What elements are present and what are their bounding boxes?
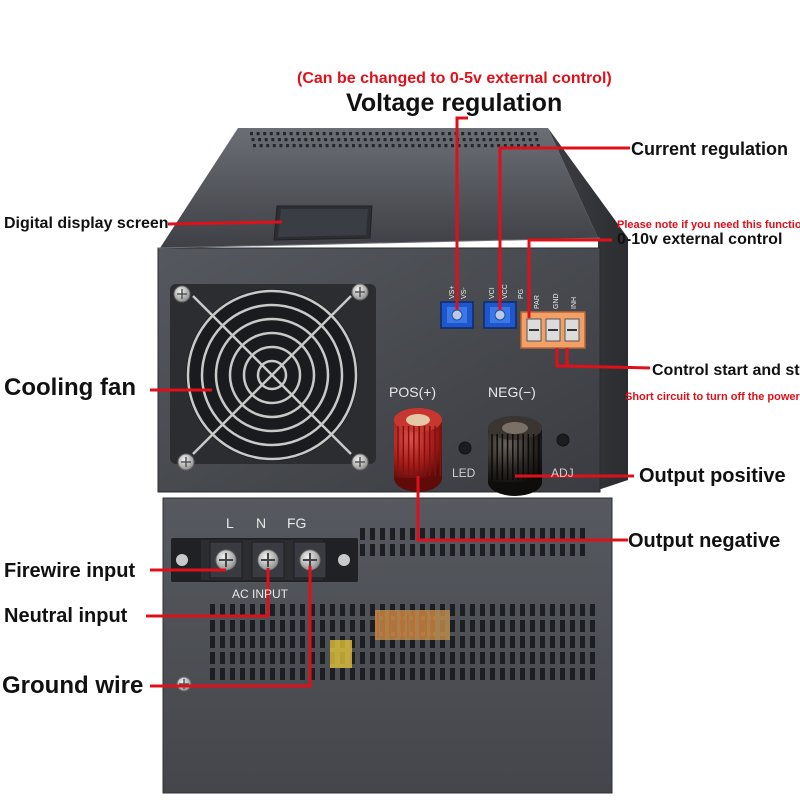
right-side-face xyxy=(548,128,628,490)
adj-label: ADJ xyxy=(551,466,574,480)
pin-label-vcc: VCC xyxy=(502,284,509,299)
function-note-label: Please note if you need this function xyxy=(617,219,800,231)
pin-label-vs-minus: VS- xyxy=(461,287,468,299)
pin-label-vs-plus: VS+ xyxy=(449,285,456,299)
display-screen-glass xyxy=(278,209,368,237)
external-control-label: 0-10v external control xyxy=(617,231,783,248)
neg-label: NEG(−) xyxy=(488,384,536,400)
leader-lines xyxy=(146,116,651,688)
short-circuit-note: Short circuit to turn off the power xyxy=(625,391,800,403)
ground-wire-label: Ground wire xyxy=(2,672,144,699)
ac-n-label: N xyxy=(256,515,267,531)
led-indicator xyxy=(458,441,472,455)
negative-terminal xyxy=(488,416,542,496)
ac-terminal-block xyxy=(171,538,358,582)
fan-screws xyxy=(173,283,369,471)
voltage-regulation-title: Voltage regulation xyxy=(346,89,563,117)
ac-input-label: AC INPUT xyxy=(232,587,289,601)
pos-label: POS(+) xyxy=(389,384,437,400)
pin-label-vci: VCI xyxy=(489,287,496,299)
pin-label-gnd: GND xyxy=(553,293,560,309)
cooling-fan-label: Cooling fan xyxy=(4,374,136,401)
control-start-stop-label: Control start and stop xyxy=(652,362,800,379)
adj-hole xyxy=(556,433,570,447)
led-label: LED xyxy=(452,466,476,480)
pin-label-inh: INH xyxy=(571,296,578,309)
firewire-input-label: Firewire input xyxy=(4,560,136,582)
pin-label-pg: PG xyxy=(518,288,525,299)
voltage-control-note: (Can be changed to 0-5v external control… xyxy=(297,70,612,87)
neutral-input-label: Neutral input xyxy=(4,605,128,627)
pin-label-par: PAR xyxy=(534,295,541,309)
ac-fg-label: FG xyxy=(287,515,307,531)
ac-l-label: L xyxy=(226,515,234,531)
output-positive-label: Output positive xyxy=(639,465,786,487)
digital-display-label: Digital display screen xyxy=(4,215,169,232)
fan-grill xyxy=(186,289,358,461)
output-negative-label: Output negative xyxy=(628,530,781,552)
current-regulation-label: Current regulation xyxy=(631,139,789,159)
positive-terminal xyxy=(394,408,442,492)
top-face xyxy=(160,128,598,248)
top-vent-slots xyxy=(250,132,540,148)
